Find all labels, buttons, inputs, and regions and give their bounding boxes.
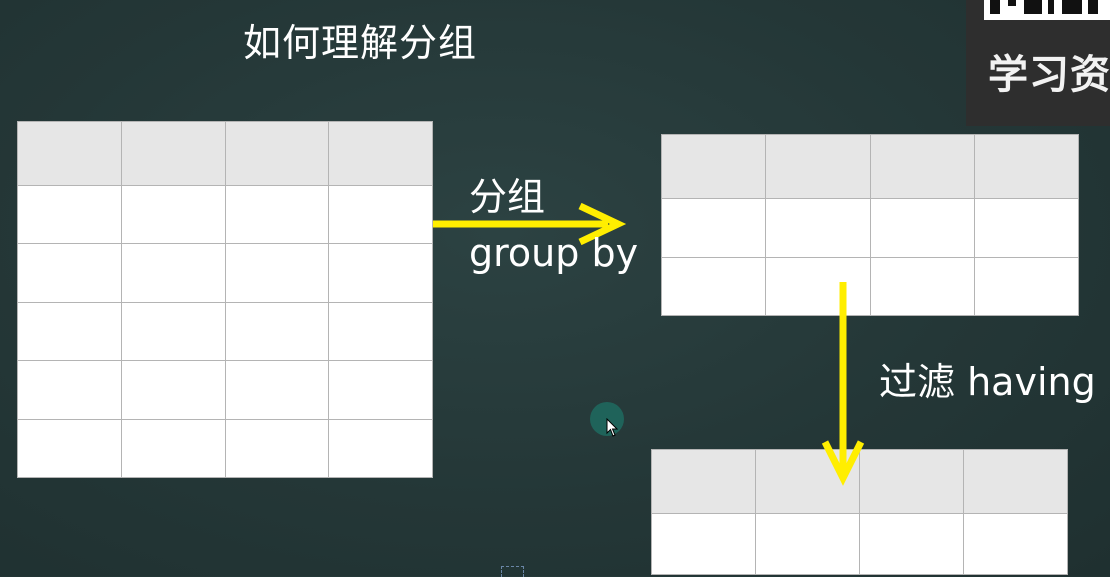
having-arrow	[821, 282, 865, 486]
table-cell	[869, 198, 975, 258]
table-cell	[859, 513, 964, 575]
table-row	[660, 198, 1080, 258]
table-cell	[17, 301, 122, 362]
table-cell	[224, 184, 330, 245]
table-cell	[328, 418, 433, 479]
filtered-table	[651, 449, 1068, 575]
table-cell	[224, 360, 330, 420]
table-cell	[869, 256, 975, 316]
qr-code-icon	[984, 0, 1110, 20]
table-header-cell	[859, 449, 964, 514]
selection-marker	[501, 566, 524, 577]
table-row	[17, 418, 433, 479]
filter-label: 过滤 having	[879, 360, 1096, 404]
table-cell	[765, 198, 871, 258]
source-table	[17, 121, 433, 479]
table-row	[17, 184, 433, 245]
group-by-arrow	[433, 202, 627, 246]
table-cell	[224, 418, 330, 479]
table-header-cell	[651, 449, 756, 514]
table-header-cell	[869, 134, 975, 199]
table-row	[17, 360, 433, 420]
watermark-panel: 学习资	[966, 0, 1110, 126]
grouped-table	[660, 134, 1080, 316]
table-header-cell	[963, 449, 1068, 514]
table-row	[660, 256, 1080, 316]
table-cell	[328, 243, 433, 303]
slide-title: 如何理解分组	[243, 21, 478, 65]
table-header-row	[651, 449, 1068, 514]
group-label-en: group by	[469, 231, 639, 275]
pointer-arrow-icon	[606, 418, 619, 437]
table-header-cell	[765, 134, 871, 199]
table-cell	[660, 198, 767, 258]
table-cell	[120, 418, 226, 479]
mouse-cursor-icon	[590, 402, 626, 438]
table-cell	[973, 256, 1080, 316]
table-header-cell	[17, 121, 122, 186]
table-row	[651, 513, 1068, 575]
group-label-cn: 分组	[469, 175, 546, 219]
table-cell	[17, 418, 122, 479]
table-cell	[755, 513, 860, 575]
table-header-cell	[224, 121, 330, 186]
table-header-cell	[973, 134, 1080, 199]
table-cell	[120, 360, 226, 420]
table-cell	[973, 198, 1080, 258]
table-cell	[963, 513, 1068, 575]
table-header-cell	[328, 121, 433, 186]
table-header-row	[17, 121, 433, 186]
table-cell	[120, 184, 226, 245]
table-row	[17, 301, 433, 362]
table-header-row	[660, 134, 1080, 199]
watermark-text: 学习资	[988, 52, 1110, 98]
table-cell	[328, 184, 433, 245]
table-cell	[17, 184, 122, 245]
table-cell	[660, 256, 767, 316]
table-header-cell	[120, 121, 226, 186]
table-cell	[765, 256, 871, 316]
